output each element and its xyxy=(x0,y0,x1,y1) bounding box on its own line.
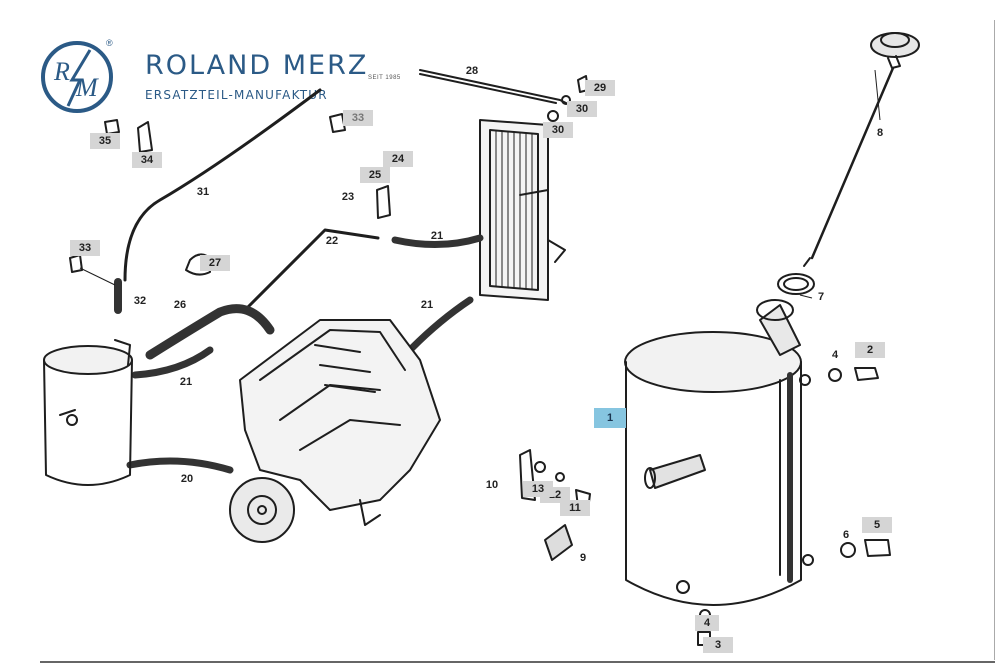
engine-block xyxy=(229,319,441,543)
brand-tagline: ERSATZTEIL-MANUFAKTUR xyxy=(145,88,328,102)
callout-21-left[interactable]: 21 xyxy=(179,376,193,388)
catch-tank xyxy=(43,339,133,486)
callout-34[interactable]: 34 xyxy=(132,152,162,168)
callout-27[interactable]: 27 xyxy=(200,255,230,271)
line-31 xyxy=(123,88,322,282)
callout-29[interactable]: 29 xyxy=(585,80,615,96)
pipe-22 xyxy=(243,228,380,312)
callout-28[interactable]: 28 xyxy=(465,65,479,77)
callout-7[interactable]: 7 xyxy=(817,291,825,303)
callout-5[interactable]: 5 xyxy=(862,517,892,533)
pipe-28 xyxy=(419,69,571,106)
callout-25[interactable]: 25 xyxy=(360,167,390,183)
brand-name: ROLAND MERZ xyxy=(145,50,369,81)
callout-11[interactable]: 11 xyxy=(560,500,590,516)
hose-20 xyxy=(126,457,234,474)
callout-10[interactable]: 10 xyxy=(485,479,499,491)
hose-21-engine xyxy=(408,296,474,352)
hose-21-left xyxy=(131,346,214,379)
callout-3[interactable]: 3 xyxy=(703,637,733,653)
bracket-34 xyxy=(137,121,153,153)
callout-33-left[interactable]: 33 xyxy=(70,240,100,256)
bracket-10 xyxy=(519,449,536,501)
callout-24[interactable]: 24 xyxy=(383,151,413,167)
callout-30-top[interactable]: 30 xyxy=(567,101,597,117)
callout-21-top[interactable]: 21 xyxy=(430,230,444,242)
dipstick xyxy=(803,32,920,267)
callout-20[interactable]: 20 xyxy=(180,473,194,485)
clamp-27 xyxy=(185,253,211,276)
callout-8[interactable]: 8 xyxy=(876,127,884,139)
callout-26[interactable]: 26 xyxy=(173,299,187,311)
svg-text:R: R xyxy=(53,57,70,86)
bracket-23 xyxy=(376,185,391,219)
roland-merz-logo: R M xyxy=(41,41,113,113)
bottom-border xyxy=(40,661,995,663)
callout-22[interactable]: 22 xyxy=(325,235,339,247)
callout-23[interactable]: 23 xyxy=(341,191,355,203)
svg-text:M: M xyxy=(75,73,99,102)
callout-2[interactable]: 2 xyxy=(855,342,885,358)
callout-1[interactable]: 1 xyxy=(594,408,626,428)
hose-26 xyxy=(145,304,275,360)
callout-30-bottom[interactable]: 30 xyxy=(543,122,573,138)
oil-tank xyxy=(624,299,814,606)
callout-13[interactable]: 13 xyxy=(523,481,553,497)
callout-35[interactable]: 35 xyxy=(90,133,120,149)
gasket-ring xyxy=(777,273,815,295)
callout-4-bottom[interactable]: 4 xyxy=(695,615,719,631)
bushing-9 xyxy=(544,524,573,561)
hose-21-top xyxy=(391,234,484,248)
callout-32[interactable]: 32 xyxy=(133,295,147,307)
callout-6[interactable]: 6 xyxy=(842,529,850,541)
right-border xyxy=(994,20,995,660)
callout-21-mid[interactable]: 21 xyxy=(420,299,434,311)
brand-since: SEIT 1985 xyxy=(368,75,401,81)
registered-mark: ® xyxy=(106,38,113,48)
callout-33-top[interactable]: 33 xyxy=(343,110,373,126)
callout-4-top[interactable]: 4 xyxy=(831,349,839,361)
callout-31[interactable]: 31 xyxy=(196,186,210,198)
oil-cooler xyxy=(479,119,566,301)
callout-9[interactable]: 9 xyxy=(579,552,587,564)
